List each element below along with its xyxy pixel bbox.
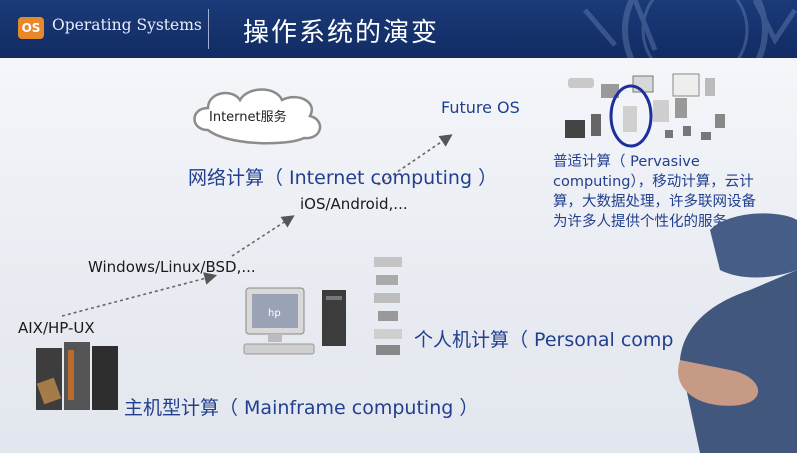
- arrow-mobile-to-future: [377, 134, 453, 186]
- cloud-label: Internet服务: [209, 110, 287, 125]
- slide-header: OS Operating Systems 操作系统的演变: [0, 0, 797, 58]
- slide-body: [0, 58, 797, 453]
- personal-computer-icon: hp: [243, 287, 346, 355]
- future-os-label: Future OS: [441, 98, 520, 117]
- arrow-desktop-to-mobile: [231, 215, 295, 257]
- header-divider: [208, 9, 209, 49]
- cloud-icon: [193, 88, 322, 145]
- arrow-mainframe-to-desktop: [61, 272, 218, 317]
- seal-watermark-icon: [583, 0, 797, 58]
- course-brand: Operating Systems: [52, 16, 202, 34]
- mobile-os-label: iOS/Android,...: [300, 195, 408, 213]
- personal-computing-label: 个人机计算（ Personal comp: [414, 329, 674, 351]
- pervasive-devices-icon: [565, 73, 725, 148]
- mainframe-computing-label: 主机型计算（ Mainframe computing ）: [124, 397, 479, 419]
- pervasive-computing-text: 普适计算（ Pervasive computing），移动计算，云计算，大数据处…: [553, 154, 756, 230]
- svg-text:hp: hp: [268, 308, 281, 319]
- internet-computing-label: 网络计算（ Internet computing ）: [188, 167, 498, 189]
- mainframe-icon: [36, 342, 118, 410]
- mainframe-os-label: AIX/HP-UX: [18, 319, 95, 337]
- os-logo-icon: OS: [18, 17, 44, 39]
- slide-title: 操作系统的演变: [243, 18, 440, 48]
- peripherals-icon: [374, 257, 402, 355]
- presenter-figure: [678, 213, 797, 453]
- desktop-os-label: Windows/Linux/BSD,...: [88, 258, 256, 276]
